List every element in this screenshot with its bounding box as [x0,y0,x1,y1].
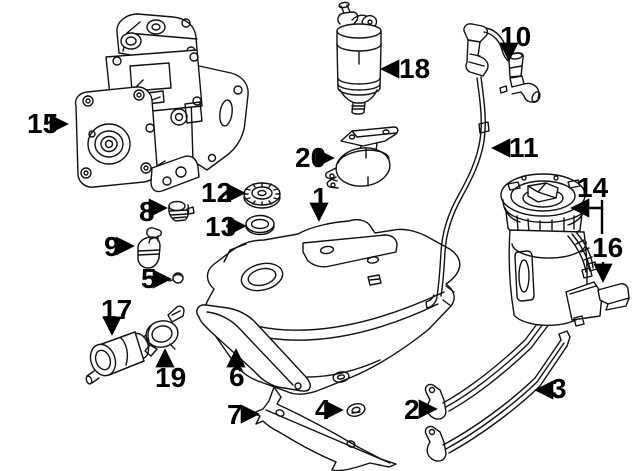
shield-bracket-drawing [252,386,397,471]
callout-10-number[interactable]: 10 [500,21,531,52]
callout-9[interactable]: 9 [104,231,135,262]
injection-pump-drawing [74,13,249,193]
grommet-drawing [346,403,366,417]
locking-ring-drawing [243,182,281,209]
callout-7[interactable]: 7 [227,399,260,430]
callout-6[interactable]: 6 [226,348,246,392]
check-valve-drawing [499,52,541,103]
callout-20-number[interactable]: 20 [295,142,326,173]
callout-11[interactable]: 11 [491,132,539,163]
callout-5-number[interactable]: 5 [141,263,157,294]
callout-17-number[interactable]: 17 [101,294,132,325]
callout-10[interactable]: 10 [499,21,531,62]
tank-strap-lower-drawing [424,330,571,462]
filter-clamp-bracket-drawing [144,305,185,357]
fuel-filter-lower-drawing [85,331,157,385]
callout-11-number[interactable]: 11 [509,132,539,163]
callout-12-number[interactable]: 12 [201,177,232,208]
plug-cap-drawing [168,200,195,222]
seal-ring-drawing [245,214,275,236]
callout-12[interactable]: 12 [201,177,246,208]
callout-6-number[interactable]: 6 [229,361,245,392]
callout-14[interactable]: 14 [570,172,609,234]
callout-13[interactable]: 13 [205,211,247,242]
heat-shield-drawing [196,304,311,392]
callout-4[interactable]: 4 [315,394,344,425]
callout-15[interactable]: 15 [27,108,69,139]
callout-3[interactable]: 3 [534,373,567,404]
callout-7-number[interactable]: 7 [227,399,243,430]
callout-16-number[interactable]: 16 [592,232,623,263]
callout-3-number[interactable]: 3 [551,373,567,404]
callout-8-number[interactable]: 8 [139,196,155,227]
callout-20[interactable]: 20 [295,142,335,173]
vent-pipe-drawing [425,23,520,309]
callout-18[interactable]: 18 [380,53,430,84]
filter-clamp-drawing [325,126,399,189]
callout-2[interactable]: 2 [404,394,438,425]
small-clip-drawing [168,272,184,284]
callout-19[interactable]: 19 [155,348,186,393]
vent-valve-drawing [137,227,162,269]
callout-4-number[interactable]: 4 [315,394,331,425]
pump-connector-drawing [565,281,630,327]
callout-9-number[interactable]: 9 [104,231,120,262]
callout-18-number[interactable]: 18 [399,53,430,84]
callout-16[interactable]: 16 [592,232,623,283]
callout-15-number[interactable]: 15 [27,108,58,139]
callout-5[interactable]: 5 [141,263,172,294]
callout-1-number[interactable]: 1 [312,182,328,213]
callout-1[interactable]: 1 [309,182,329,222]
callout-13-number[interactable]: 13 [205,211,236,242]
callout-19-number[interactable]: 19 [155,362,186,393]
callout-2-number[interactable]: 2 [404,394,420,425]
callout-17[interactable]: 17 [101,294,132,336]
callout-8[interactable]: 8 [139,196,168,227]
callout-14-number[interactable]: 14 [577,172,609,203]
fuel-filter-upper-drawing [336,1,382,115]
